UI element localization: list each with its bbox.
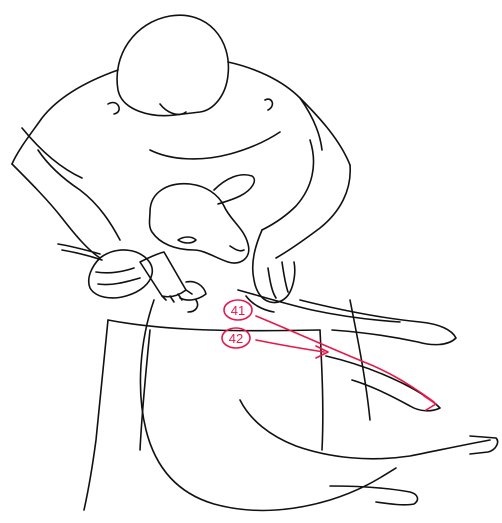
shearer-left-arm — [12, 150, 120, 258]
sheep-hindleg — [326, 356, 440, 411]
sheep-head — [150, 184, 249, 263]
shearer-right-arm — [262, 140, 350, 258]
sheep-chest — [238, 290, 400, 322]
shearer-left-leg — [84, 320, 150, 510]
callout-42-label: 42 — [229, 331, 243, 346]
shearer-shirt-fold — [150, 132, 280, 159]
arrow-41-path — [256, 316, 434, 402]
arrow-41-head — [424, 396, 436, 410]
shearer-figure — [12, 15, 370, 510]
shearer-left-sleeve — [22, 128, 82, 178]
shearer-right-leg — [320, 300, 370, 450]
shearer-ear — [160, 104, 186, 114]
shearer-head — [117, 15, 228, 115]
shearer-left-fingers — [96, 268, 140, 285]
callout-41-label: 41 — [231, 303, 245, 318]
callout-42: 42 — [222, 328, 250, 348]
arrow-42-path — [256, 340, 324, 352]
sheep-foreleg — [300, 300, 456, 345]
sheep-eye — [178, 237, 196, 243]
callout-41: 41 — [224, 300, 252, 320]
sheep-mouth — [230, 246, 244, 251]
handpiece-tool — [58, 244, 186, 297]
shearer-right-hand — [253, 230, 295, 303]
shearer-collar — [108, 99, 272, 114]
